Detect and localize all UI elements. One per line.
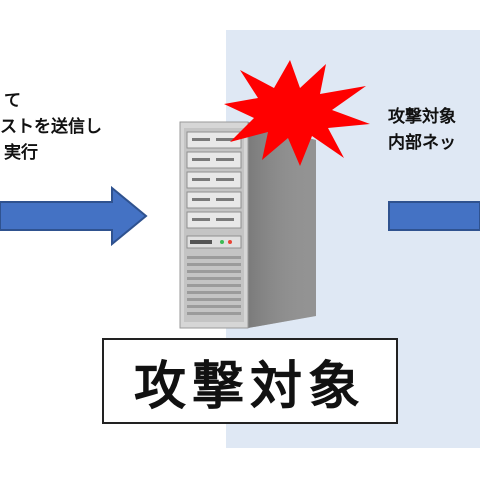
arrow-right-icon (0, 186, 148, 246)
right-caption-line-1: 攻撃対象 (388, 107, 456, 127)
left-caption: て ストを送信し 実行 (0, 88, 160, 166)
left-caption-line-2: ストを送信し (0, 117, 102, 137)
left-caption-line-3: 実行 (4, 143, 38, 163)
right-caption: 攻撃対象 内部ネッ (388, 104, 456, 156)
left-caption-line-1: て (4, 91, 21, 111)
attack-target-label-box: 攻撃対象 (102, 338, 398, 424)
attack-target-label: 攻撃対象 (133, 356, 366, 417)
arrow-right-icon (388, 201, 480, 231)
server-rack-icon (179, 121, 316, 329)
right-caption-line-2: 内部ネッ (388, 133, 456, 153)
explosion-burst-icon (224, 60, 370, 166)
